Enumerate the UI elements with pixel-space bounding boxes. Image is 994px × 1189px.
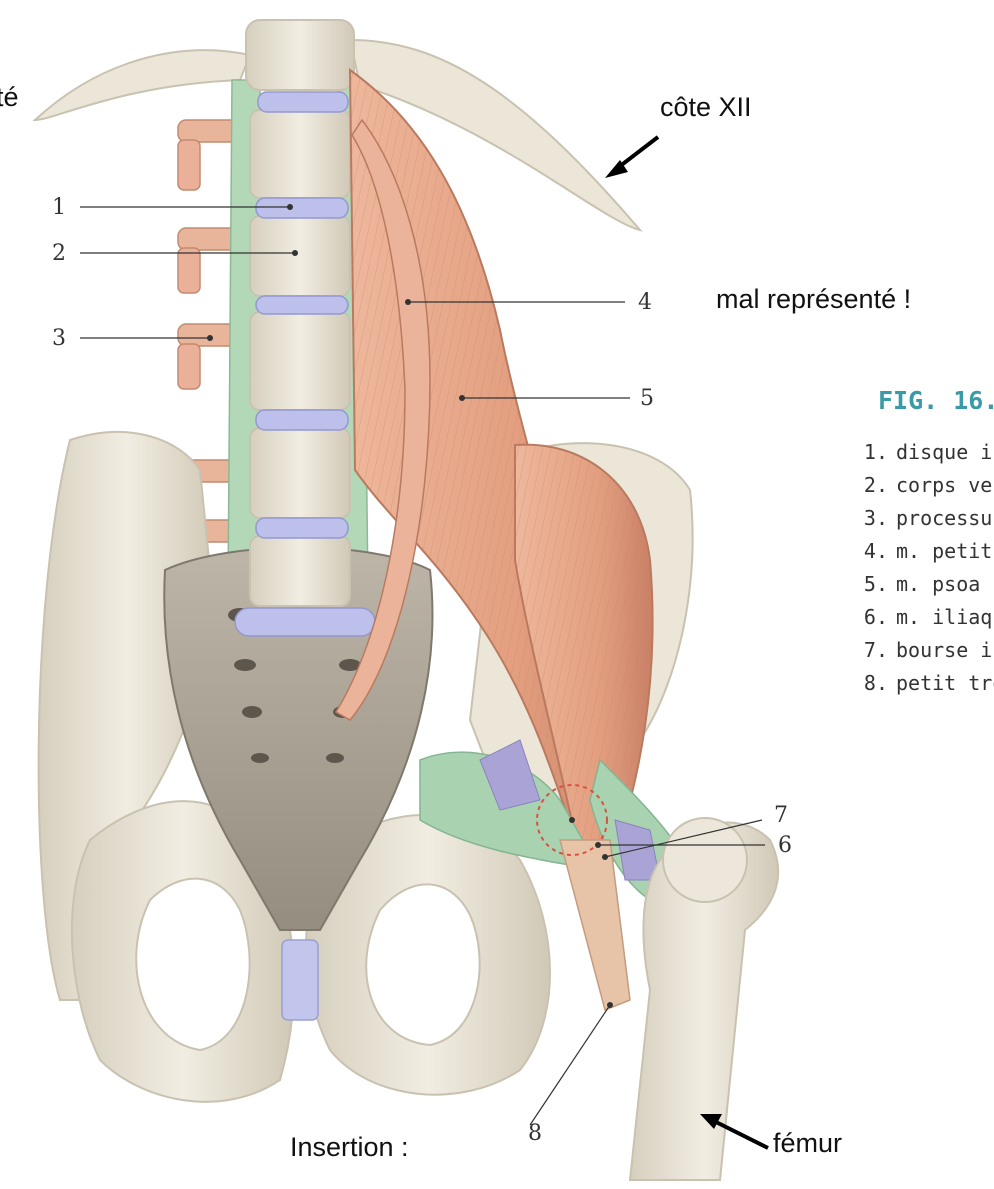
- callout-5: 5: [640, 386, 654, 411]
- figure-title: FIG. 16.3.: [878, 386, 994, 415]
- pubic-symphysis: [282, 940, 318, 1020]
- legend-item: 8.petit tro: [858, 667, 994, 700]
- legend-item: 3.processu: [858, 502, 994, 535]
- legend-item: 6.m. iliaqu: [858, 601, 994, 634]
- rib-left: [35, 50, 250, 120]
- annotation-insertion: Insertion :: [290, 1132, 409, 1163]
- legend-item: 5.m. psoa: [858, 568, 994, 601]
- callout-6: 6: [778, 833, 792, 858]
- callout-4: 4: [638, 290, 652, 315]
- legend-item: 2.corps ve: [858, 469, 994, 502]
- callout-3: 3: [52, 326, 66, 351]
- femoral-head: [663, 818, 747, 902]
- figure-legend: 1.disque i 2.corps ve 3.processu 4.m. pe…: [858, 436, 994, 700]
- callout-2: 2: [52, 241, 66, 266]
- annotation-fragment: té: [0, 82, 19, 113]
- callout-8: 8: [528, 1121, 542, 1146]
- legend-item: 7.bourse i: [858, 634, 994, 667]
- callout-1: 1: [52, 195, 66, 220]
- annotation-femur: fémur: [773, 1128, 842, 1159]
- legend-item: 1.disque i: [858, 436, 994, 469]
- annotation-rib: côte XII: [660, 92, 752, 123]
- legend-item: 4.m. petit: [858, 535, 994, 568]
- callout-7: 7: [774, 803, 788, 828]
- annotation-misrepresented: mal représenté !: [716, 284, 911, 315]
